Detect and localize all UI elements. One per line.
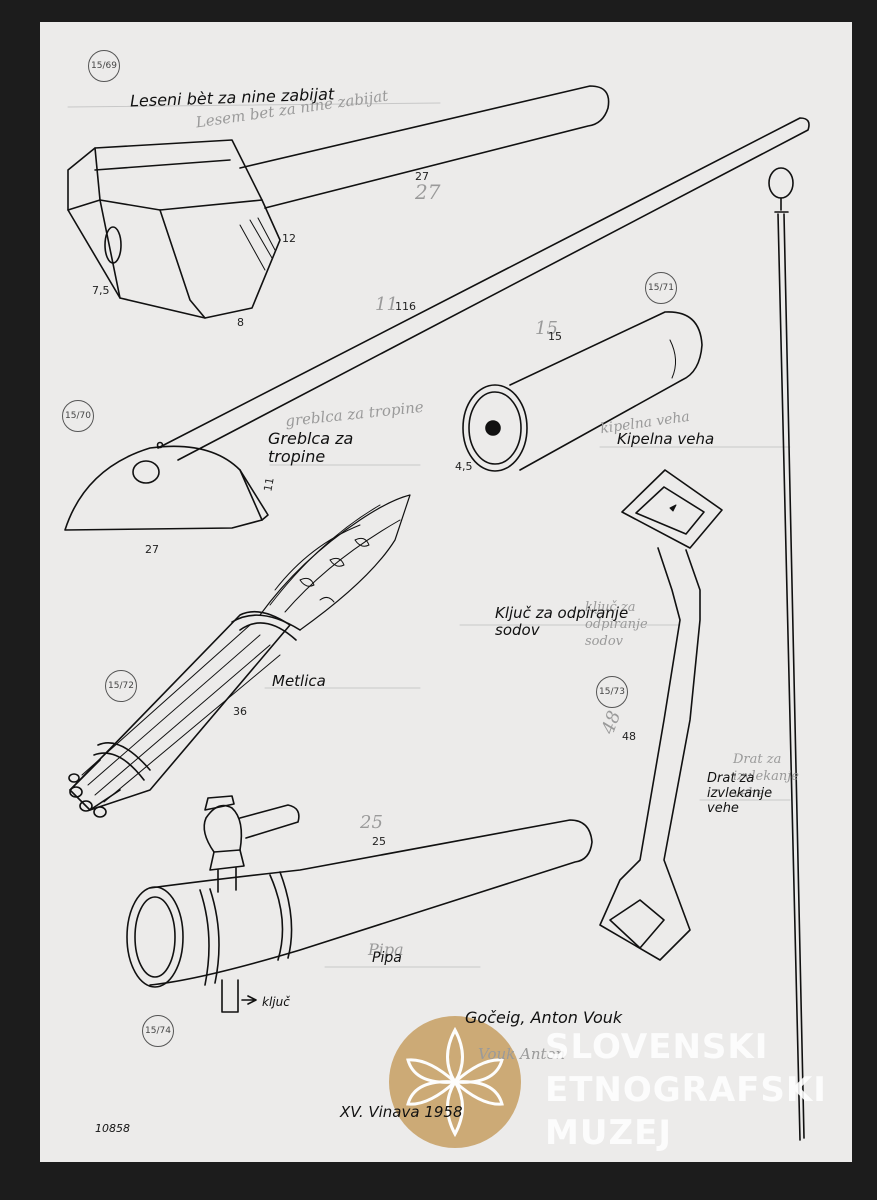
mallet-drawing: [67, 85, 610, 319]
lid-length: 15: [548, 330, 562, 343]
mallet-height: 8: [237, 316, 244, 329]
place-pencil-label: Vouk Anton: [478, 1045, 566, 1063]
key-length: 48: [622, 730, 636, 743]
lid-label: Kipelna veha: [617, 430, 715, 448]
key-pencil-label: ključ za odpiranje sodov: [585, 600, 648, 649]
catalog-number: 15/74: [142, 1015, 174, 1047]
whisk-drawing: [68, 494, 411, 818]
wire-drawing: [768, 167, 805, 1141]
rake-length: 116: [395, 300, 416, 313]
mallet-length-pencil: 27: [415, 180, 441, 204]
date-label: XV. Vinava 1958: [340, 1103, 463, 1121]
wire-pencil-label: Drat za izvlekanje vehe: [733, 752, 799, 801]
catalog-number: 15/69: [88, 50, 120, 82]
lid-length-pencil: 15: [535, 318, 558, 339]
mallet-width: 7,5: [92, 284, 110, 297]
catalog-number: 15/72: [105, 670, 137, 702]
rake-width: 27: [145, 543, 159, 556]
wire-label: Drat za izvlekanje vehe: [707, 771, 773, 816]
lid-diameter: 4,5: [455, 460, 473, 473]
key-small-label: ključ: [262, 995, 290, 1009]
key-drawing: [599, 469, 723, 961]
pipe-label: Pipa: [372, 950, 402, 966]
pipe-drawing: [126, 795, 593, 1013]
museum-logo: [389, 1016, 521, 1148]
catalog-number: 15/73: [596, 676, 628, 708]
catalog-number: 15/71: [645, 272, 677, 304]
rake-length-pencil: 11: [375, 294, 398, 315]
whisk-length: 36: [233, 705, 247, 718]
rake-drawing: [64, 117, 810, 531]
pipe-length: 25: [372, 835, 386, 848]
watermark-line-2: ETNOGRAFSKI: [545, 1070, 827, 1110]
rake-height: 11: [261, 476, 277, 493]
watermark-line-3: MUZEJ: [545, 1113, 672, 1153]
rake-label: Greblca za tropine: [268, 429, 354, 467]
pipe-pencil-label: Pipa: [368, 940, 404, 959]
inventory-number: 10858: [95, 1122, 130, 1135]
lid-drawing: [462, 311, 703, 472]
catalog-number: 15/70: [62, 400, 94, 432]
mallet-length: 27: [415, 170, 429, 183]
key-label: Ključ za odpiranje sodov: [495, 604, 629, 639]
mallet-depth: 12: [282, 232, 296, 245]
watermark-line-1: SLOVENSKI: [545, 1027, 769, 1067]
pipe-length-pencil: 25: [360, 812, 383, 833]
whisk-label: Metlica: [272, 672, 326, 690]
place-label: Gočeig, Anton Vouk: [465, 1008, 623, 1027]
